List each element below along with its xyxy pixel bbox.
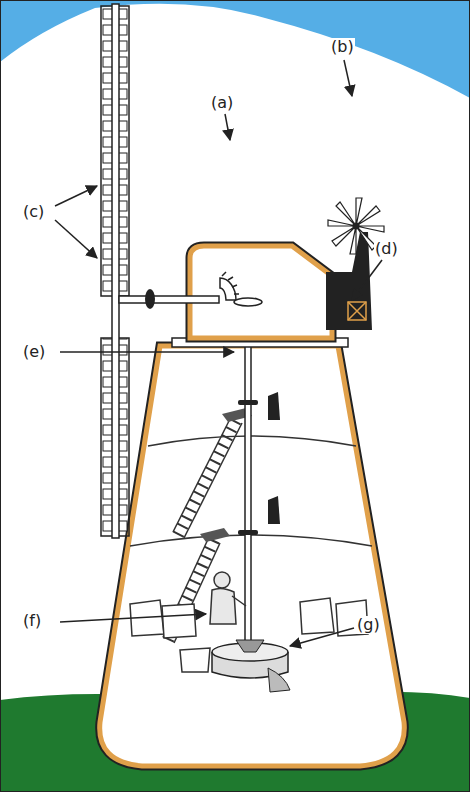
sails <box>101 4 129 538</box>
leader-arrow <box>60 351 234 353</box>
leader-arrow <box>290 628 354 646</box>
sack <box>300 598 334 634</box>
leader-arrow <box>60 614 206 622</box>
wallower <box>234 298 262 306</box>
ladder-rail <box>173 417 231 532</box>
leader-arrow <box>352 260 382 300</box>
shaft-bearing <box>238 400 258 405</box>
flour-chute <box>268 668 290 692</box>
callout-letter: (c) <box>22 203 45 221</box>
sack <box>180 648 210 672</box>
window <box>268 496 280 524</box>
brake-wheel <box>220 278 236 300</box>
trapdoor <box>200 528 230 542</box>
fantail-vane <box>356 206 380 226</box>
fantail-hub <box>353 223 359 229</box>
tower-outline <box>100 346 405 766</box>
window <box>268 392 280 420</box>
hopper <box>236 640 264 652</box>
ladder-rungs <box>178 420 236 535</box>
fantail-vane <box>356 226 376 250</box>
cap-wall <box>190 246 332 338</box>
ladder <box>173 408 252 538</box>
leader-arrow <box>225 114 230 140</box>
gear-teeth <box>222 272 239 294</box>
callout-letter: (g) <box>356 616 381 634</box>
cloud <box>0 4 470 792</box>
main-shaft <box>245 300 251 652</box>
miller-arm <box>232 596 246 606</box>
fantail-vane <box>336 202 356 226</box>
windshaft <box>119 296 219 303</box>
callout-letter: (a) <box>210 94 234 112</box>
callout-letter: (d) <box>374 240 399 258</box>
callout-letter: (e) <box>22 343 46 361</box>
cap-outline <box>190 246 332 338</box>
fantail-vane <box>332 226 356 246</box>
floor <box>148 436 356 446</box>
leader-arrow <box>55 220 97 258</box>
shaft-bearing <box>238 530 258 535</box>
tower-wall <box>100 346 405 766</box>
fantail-frame <box>326 232 372 330</box>
leader-arrow <box>344 60 352 96</box>
fantail-stage <box>326 232 372 330</box>
flour-sacks <box>130 598 368 672</box>
leader-arrows <box>55 60 382 646</box>
windshaft-collar <box>145 289 155 309</box>
millstones <box>212 640 290 692</box>
callout-letter: (b) <box>330 38 355 56</box>
ladder-rail <box>184 423 242 538</box>
miller-head <box>214 572 230 588</box>
fantail-brace <box>348 302 366 320</box>
fantail-brace <box>348 302 366 320</box>
ladder <box>163 528 230 643</box>
callout-letter: (f) <box>22 612 42 630</box>
ladder-rail <box>163 537 209 637</box>
miller-body <box>210 588 236 624</box>
sack <box>162 604 196 638</box>
leader-arrow <box>55 186 97 206</box>
miller <box>210 572 246 624</box>
sail-stock <box>112 4 119 538</box>
